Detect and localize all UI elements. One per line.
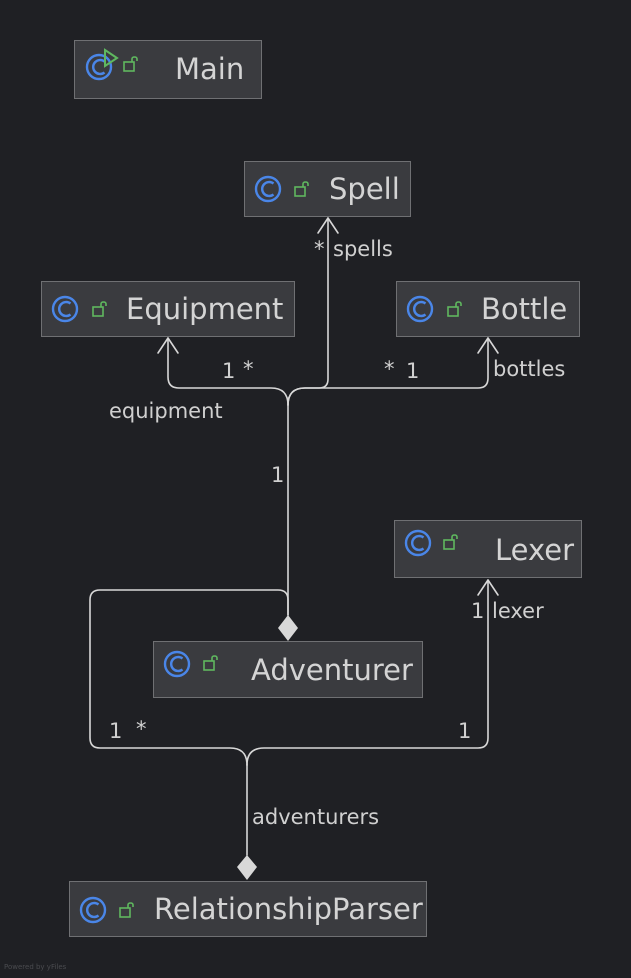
edge-parser-lexer	[246, 579, 489, 766]
edge-source-mult-equipment: 1	[222, 359, 236, 383]
class-name: Bottle	[481, 292, 568, 326]
composition-diamond-parser	[237, 855, 257, 880]
node-equipment[interactable]: Equipment	[41, 281, 295, 337]
edge-adventurer-equipment	[167, 337, 289, 406]
class-icon	[79, 896, 107, 924]
arrowhead-lexer	[477, 579, 499, 596]
edge-role-adventurers: adventurers	[252, 805, 380, 829]
node-lexer[interactable]: Lexer	[394, 520, 582, 578]
edge-role-spells: spells	[333, 237, 393, 261]
edge-role-bottles: bottles	[493, 357, 566, 381]
edge-target-mult-bottles: *	[384, 357, 395, 381]
node-relationship-parser[interactable]: RelationshipParser	[69, 881, 427, 937]
class-name: RelationshipParser	[154, 892, 423, 926]
lock-open-icon	[123, 56, 138, 72]
arrowhead-bottle	[477, 337, 499, 354]
class-icon	[51, 295, 79, 323]
lock-open-icon	[447, 301, 462, 317]
class-name: Equipment	[126, 292, 284, 326]
edge-trunk-mult-adventurer: 1	[271, 463, 285, 487]
node-main[interactable]: Main	[74, 40, 262, 99]
edge-target-mult-lexer: 1	[471, 599, 485, 623]
edge-parser-adventurer	[89, 589, 289, 766]
edge-source-mult-bottles: 1	[406, 359, 420, 383]
lock-open-icon	[443, 534, 458, 550]
class-name: Spell	[329, 172, 400, 206]
node-bottle[interactable]: Bottle	[396, 281, 580, 337]
lock-open-icon	[119, 902, 134, 918]
edge-target-mult-spells: *	[314, 237, 325, 261]
class-icon	[163, 650, 191, 678]
lock-open-icon	[294, 181, 309, 197]
edge-role-equipment: equipment	[109, 399, 223, 423]
arrowhead-spell	[317, 217, 339, 234]
composition-diamond-adventurer	[278, 615, 298, 641]
class-icon	[254, 175, 282, 203]
class-name: Lexer	[495, 533, 575, 567]
edge-adventurer-bottle	[287, 337, 489, 406]
class-name: Adventurer	[251, 653, 413, 687]
edge-source-mult-adventurers: 1	[109, 719, 123, 743]
edge-role-lexer: lexer	[492, 599, 544, 623]
class-runnable-icon	[85, 48, 119, 81]
class-icon	[404, 529, 432, 557]
edge-target-mult-adventurers: *	[136, 717, 147, 741]
class-icon	[406, 295, 434, 323]
node-spell[interactable]: Spell	[244, 161, 411, 217]
node-adventurer[interactable]: Adventurer	[153, 641, 423, 698]
lock-open-icon	[203, 655, 218, 671]
edge-target-mult-equipment: *	[243, 357, 254, 381]
class-name: Main	[175, 52, 245, 86]
edge-source-mult-lexer: 1	[458, 719, 472, 743]
arrowhead-equipment	[157, 337, 179, 354]
lock-open-icon	[92, 301, 107, 317]
footer-watermark: Powered by yFiles	[4, 963, 67, 971]
